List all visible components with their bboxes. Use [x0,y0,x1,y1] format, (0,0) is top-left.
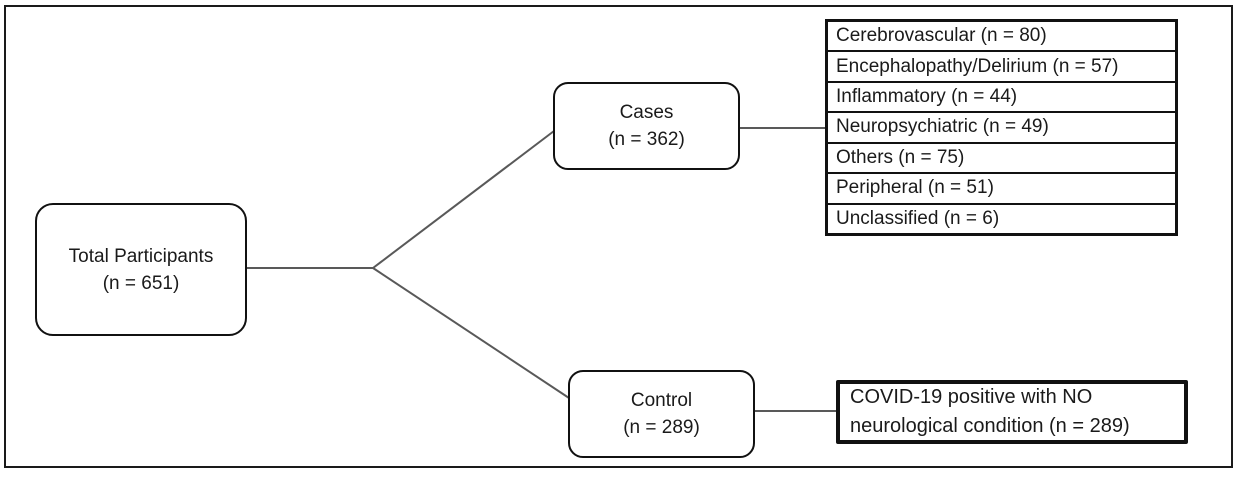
control-outcome-line1: COVID-19 positive with NO [850,386,1093,408]
cases-label: Cases [619,102,674,123]
cases-node: Cases (n = 362) [553,82,740,170]
table-row-peripheral: Peripheral (n = 51) [828,174,1175,205]
control-label: Control [630,390,693,411]
control-node: Control (n = 289) [568,370,755,458]
total-participants-label: Total Participants [68,245,214,267]
connector-branch-to-cases [372,130,555,269]
case-categories-table: Cerebrovascular (n = 80) Encephalopathy/… [825,19,1178,236]
table-row-encephalopathy-delirium: Encephalopathy/Delirium (n = 57) [828,52,1175,83]
table-row-unclassified: Unclassified (n = 6) [836,207,1000,229]
control-count: (n = 289) [623,417,700,438]
control-outcome-line2: neurological condition (n = 289) [850,415,1130,437]
table-row-others: Others (n = 75) [828,144,1175,175]
total-participants-count: (n = 651) [102,272,180,294]
table-row-cerebrovascular: Cerebrovascular (n = 80) [828,22,1175,53]
table-row-inflammatory: Inflammatory (n = 44) [828,83,1175,114]
table-row-neuropsychiatric: Neuropsychiatric (n = 49) [828,113,1175,144]
control-outcome-box: COVID-19 positive with NO neurological c… [836,380,1188,444]
connector-branch-to-control [372,267,570,399]
cases-count: (n = 362) [608,129,685,150]
total-participants-node: Total Participants (n = 651) [35,203,247,336]
